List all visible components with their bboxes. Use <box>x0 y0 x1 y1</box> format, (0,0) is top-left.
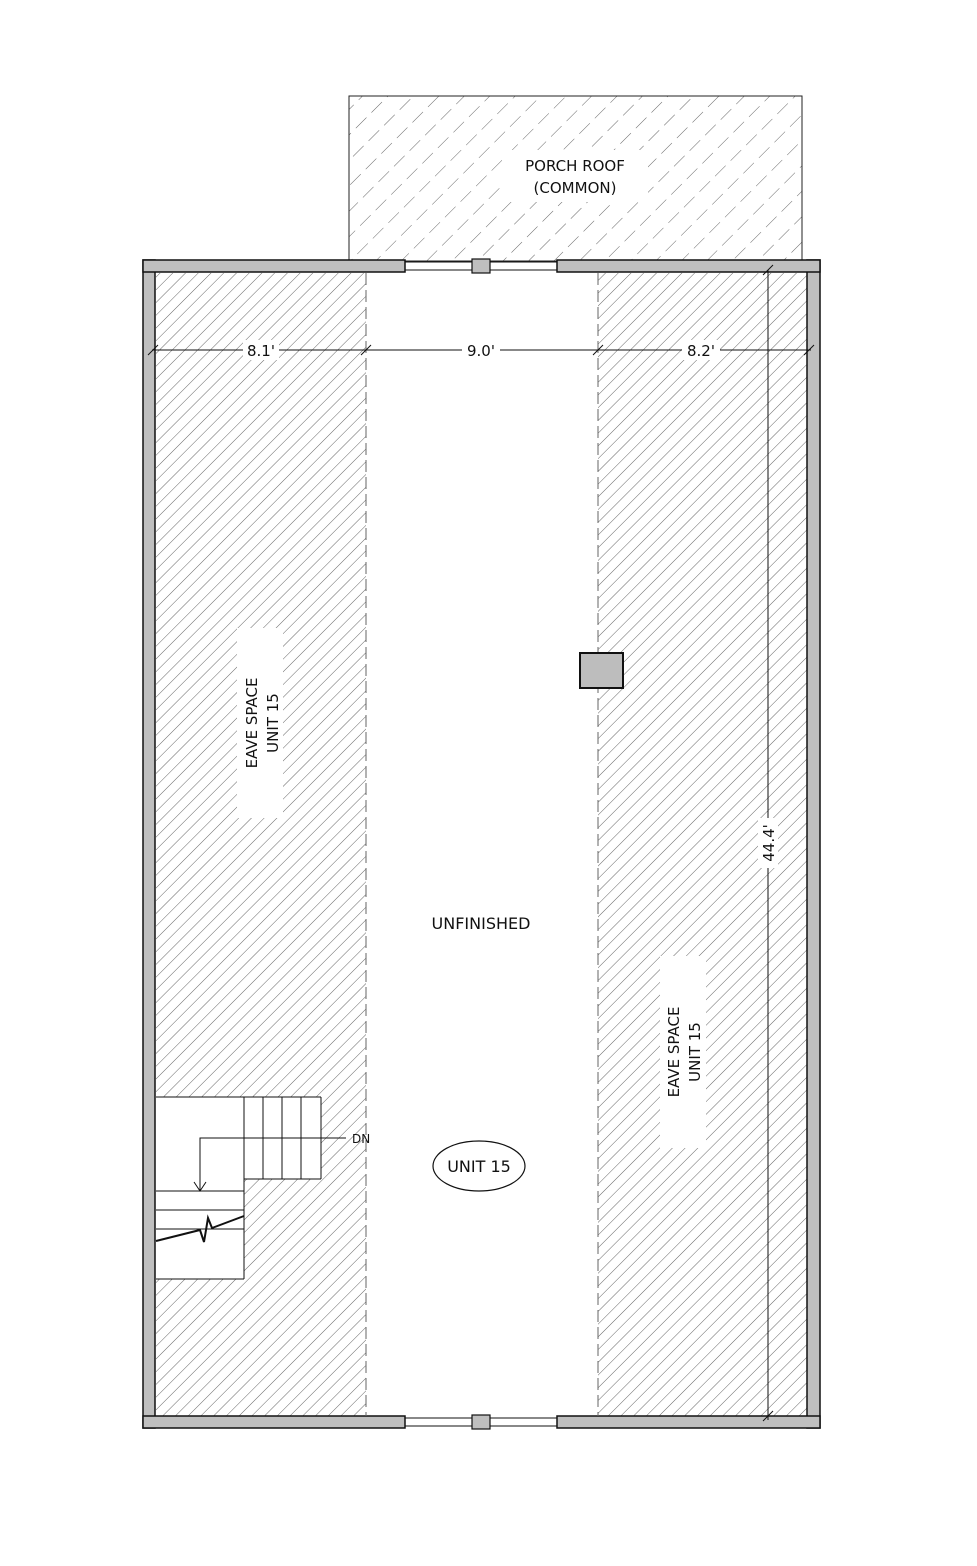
dimension-right-label: 8.2' <box>687 342 715 360</box>
eave-left-label-group: EAVE SPACE UNIT 15 <box>237 628 283 818</box>
unit-tag: UNIT 15 <box>432 1140 526 1192</box>
unfinished-label: UNFINISHED <box>432 914 531 933</box>
dimension-depth-label: 44.4' <box>760 824 778 862</box>
window-bottom <box>405 1414 557 1430</box>
chimney <box>579 652 624 689</box>
eave-right-label-group: EAVE SPACE UNIT 15 <box>660 956 706 1148</box>
window-top <box>405 258 557 274</box>
eave-right-label: EAVE SPACE <box>665 1007 683 1098</box>
eave-left-unit: UNIT 15 <box>264 693 282 753</box>
stairs: DN <box>155 1096 370 1280</box>
dimension-width: 8.1' 9.0' 8.2' <box>147 340 815 360</box>
unit-tag-label: UNIT 15 <box>447 1157 511 1176</box>
stair-down-label: DN <box>352 1132 370 1146</box>
porch-roof-sublabel: (COMMON) <box>534 179 617 197</box>
eave-left-label: EAVE SPACE <box>243 678 261 769</box>
eave-right-unit: UNIT 15 <box>686 1022 704 1082</box>
dimension-left-label: 8.1' <box>247 342 275 360</box>
exterior-walls <box>142 259 821 1429</box>
dimension-center-label: 9.0' <box>467 342 495 360</box>
dimension-depth: 44.4' <box>758 264 778 1422</box>
porch-roof: PORCH ROOF (COMMON) <box>348 95 803 262</box>
porch-roof-label: PORCH ROOF <box>525 157 625 175</box>
